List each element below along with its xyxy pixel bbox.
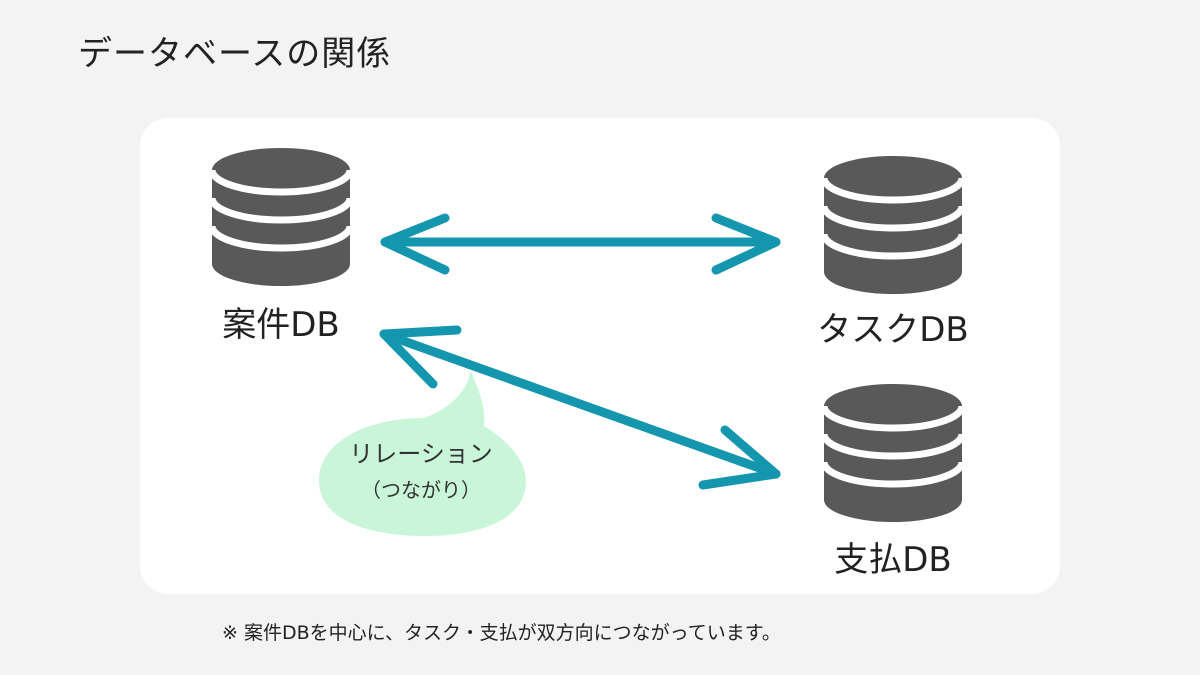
database-icon xyxy=(820,384,966,522)
payment-db-label: 支払DB xyxy=(834,540,952,580)
relation-speech-bubble xyxy=(319,370,526,536)
footnote: ※ 案件DBを中心に、タスク・支払が双方向につながっています。 xyxy=(222,622,781,644)
bubble-label: リレーション xyxy=(349,440,493,468)
database-icon xyxy=(820,156,966,294)
page-title: データベースの関係 xyxy=(78,34,392,74)
relation-arrow-project-task xyxy=(380,213,781,275)
task-db-label: タスクDB xyxy=(817,310,969,350)
project-db-label: 案件DB xyxy=(222,305,340,345)
bubble-sublabel: （つながり） xyxy=(361,478,481,502)
database-icon xyxy=(208,148,354,286)
relation-arrow-project-payment xyxy=(379,325,781,490)
